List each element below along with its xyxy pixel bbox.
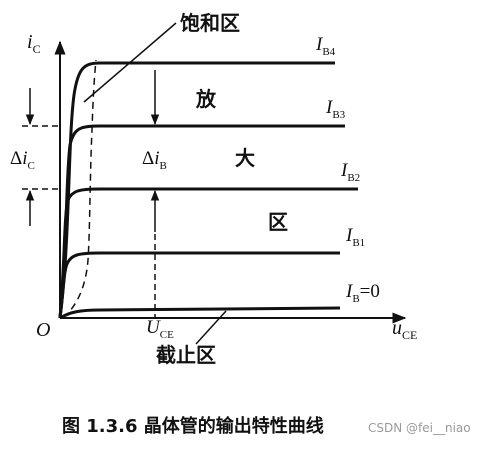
saturation-pointer (83, 22, 177, 103)
curve-label-ib4: IB4 (315, 34, 336, 58)
curve-ib0 (59, 306, 341, 320)
origin-label: O (36, 319, 50, 341)
figure-caption: 图 1.3.6 晶体管的输出特性曲线 (62, 415, 324, 437)
delta-ib-label: ΔiB (142, 148, 167, 172)
curve-label-ib3: IB3 (325, 97, 346, 121)
curve-ib2 (58, 187, 358, 319)
uce-label: UCE (146, 317, 174, 341)
cutoff-region-label: 截止区 (156, 343, 216, 367)
y-axis-label: iC (27, 31, 41, 56)
watermark: CSDN @fei__niao (368, 421, 471, 435)
x-axis-label: uCE (392, 317, 417, 342)
saturation-boundary (62, 59, 97, 319)
amplification-char-3: 区 (268, 210, 288, 234)
cutoff-pointer (195, 310, 227, 345)
curve-ib3 (58, 124, 345, 319)
curve-label-ib2: IB2 (340, 160, 360, 184)
amplification-char-1: 放 (195, 87, 217, 111)
delta-ic-label: ΔiC (10, 148, 35, 172)
curve-ib1 (58, 251, 340, 319)
amplification-char-2: 大 (235, 146, 255, 170)
saturation-region-label: 饱和区 (180, 11, 240, 35)
curve-label-ib1: IB1 (345, 225, 365, 249)
curve-label-ib0: IB=0 (345, 281, 380, 305)
